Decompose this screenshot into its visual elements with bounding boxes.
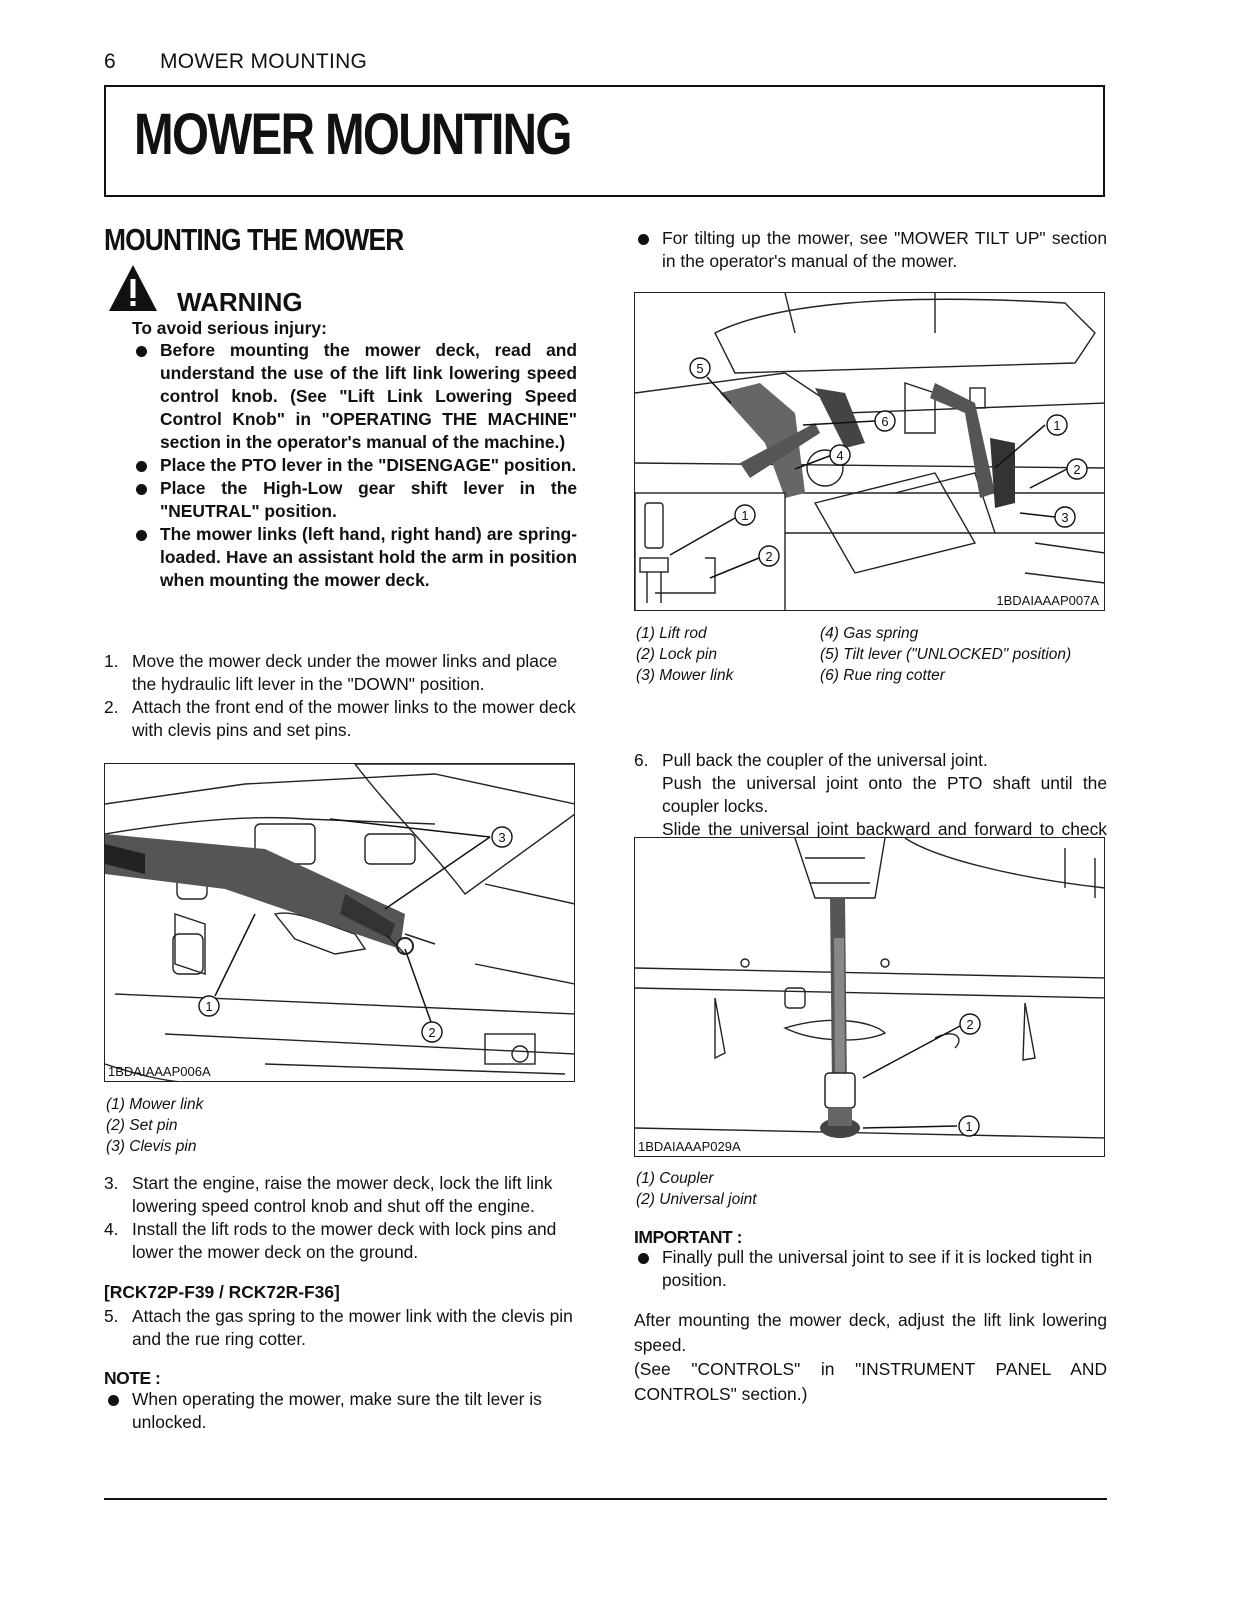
callout-2: 2	[428, 1025, 435, 1040]
page-number: 6	[104, 50, 116, 73]
figure-universal-joint: 2 1 1BDAIAAAP029A	[634, 837, 1105, 1157]
caption-line: (1) Mower link	[106, 1096, 204, 1113]
figure-code: 1BDAIAAAP029A	[638, 1139, 741, 1154]
model-heading: [RCK72P-F39 / RCK72R-F36]	[104, 1282, 340, 1302]
warning-item: Place the High-Low gear shift lever in t…	[132, 477, 577, 523]
closing-paragraph: After mounting the mower deck, adjust th…	[634, 1310, 1107, 1355]
step-number: 5.	[104, 1306, 119, 1326]
closing-reference: (See "CONTROLS" in "INSTRUMENT PANEL AND…	[634, 1359, 1107, 1404]
caption-line: (3) Mower link	[636, 667, 734, 684]
important-item: Finally pull the universal joint to see …	[634, 1246, 1107, 1292]
caption-line: (3) Clevis pin	[106, 1138, 197, 1155]
gas-spring-illustration: 1 2 5 6 4 1 2 3	[635, 293, 1104, 610]
section-heading: MOUNTING THE MOWER	[104, 222, 404, 257]
figure-code: 1BDAIAAAP006A	[108, 1064, 211, 1079]
figure-mower-link: 3 1 2 1BDAIAAAP006A	[104, 763, 575, 1082]
note-item: When operating the mower, make sure the …	[104, 1388, 578, 1434]
page-title: MOWER MOUNTING	[134, 102, 572, 167]
caption-line: (4) Gas spring	[820, 625, 919, 642]
figure1-captions: (1) Mower link (2) Set pin (3) Clevis pi…	[106, 1094, 203, 1157]
warning-list: Before mounting the mower deck, read and…	[132, 339, 577, 592]
caption-line: (1) Lift rod	[636, 625, 707, 642]
callout-2: 2	[1073, 462, 1080, 477]
figure3-captions: (1) Coupler (2) Universal joint	[636, 1168, 757, 1210]
callout-1: 1	[1053, 418, 1060, 433]
caption-line: (2) Universal joint	[636, 1191, 757, 1208]
step-line: Push the universal joint onto the PTO sh…	[662, 773, 1107, 816]
mower-link-illustration: 3 1 2	[105, 764, 574, 1081]
callout-1: 1	[965, 1119, 972, 1134]
note-list: When operating the mower, make sure the …	[104, 1388, 578, 1434]
step-number: 2.	[104, 697, 119, 717]
tilt-note-list: For tilting up the mower, see "MOWER TIL…	[634, 227, 1107, 273]
steps-1-2: 1. Move the mower deck under the mower li…	[104, 650, 578, 742]
warning-item: The mower links (left hand, right hand) …	[132, 523, 577, 592]
callout-3: 3	[498, 830, 505, 845]
warning-item: Before mounting the mower deck, read and…	[132, 339, 577, 454]
step-item: 3. Start the engine, raise the mower deck…	[104, 1172, 578, 1218]
tilt-note-item: For tilting up the mower, see "MOWER TIL…	[634, 227, 1107, 273]
step-text: Attach the front end of the mower links …	[132, 697, 576, 740]
note-label: NOTE :	[104, 1368, 161, 1388]
universal-joint-illustration: 2 1	[635, 838, 1104, 1139]
steps-3-4: 3. Start the engine, raise the mower deck…	[104, 1172, 578, 1264]
caption-line: (2) Lock pin	[636, 646, 717, 663]
closing-text: After mounting the mower deck, adjust th…	[634, 1308, 1107, 1406]
caption-line: (5) Tilt lever ("UNLOCKED" position)	[820, 646, 1072, 663]
warning-intro: To avoid serious injury:	[132, 318, 327, 338]
callout-3: 3	[1061, 510, 1068, 525]
figure2-captions-right: (4) Gas spring (5) Tilt lever ("UNLOCKED…	[820, 623, 1071, 686]
title-box: MOWER MOUNTING	[104, 85, 1105, 197]
step-number: 6.	[634, 750, 649, 770]
step-item: 4. Install the lift rods to the mower dec…	[104, 1218, 578, 1264]
step-item: 5. Attach the gas spring to the mower lin…	[104, 1305, 578, 1351]
step-number: 1.	[104, 651, 119, 671]
important-label: IMPORTANT :	[634, 1227, 742, 1247]
callout-2: 2	[966, 1017, 973, 1032]
important-list: Finally pull the universal joint to see …	[634, 1246, 1107, 1292]
callout-6: 6	[881, 414, 888, 429]
step-number: 4.	[104, 1219, 119, 1239]
warning-item: Place the PTO lever in the "DISENGAGE" p…	[132, 454, 577, 477]
step-number: 3.	[104, 1173, 119, 1193]
figure-gas-spring: 1 2 5 6 4 1 2 3 1BDAIAAAP007A	[634, 292, 1105, 611]
caption-line: (6) Rue ring cotter	[820, 667, 945, 684]
step-text: Attach the gas spring to the mower link …	[132, 1306, 573, 1349]
caption-line: (1) Coupler	[636, 1170, 714, 1187]
callout-4: 4	[836, 448, 843, 463]
figure-code: 1BDAIAAAP007A	[996, 593, 1099, 608]
step-item: 2. Attach the front end of the mower link…	[104, 696, 578, 742]
figure2-captions-left: (1) Lift rod (2) Lock pin (3) Mower link	[636, 623, 733, 686]
callout-1: 1	[741, 508, 748, 523]
callout-5: 5	[696, 361, 703, 376]
running-header-section: MOWER MOUNTING	[160, 50, 368, 73]
step-item: 1. Move the mower deck under the mower li…	[104, 650, 578, 696]
warning-label: WARNING	[177, 287, 303, 317]
step-text: Start the engine, raise the mower deck, …	[132, 1173, 553, 1216]
footer-rule	[104, 1498, 1107, 1500]
warning-triangle-icon	[109, 265, 157, 311]
step-text: Move the mower deck under the mower link…	[132, 651, 558, 694]
running-header: 6 MOWER MOUNTING	[104, 50, 367, 74]
callout-1: 1	[205, 999, 212, 1014]
step-text: Install the lift rods to the mower deck …	[132, 1219, 557, 1262]
step-line: Pull back the coupler of the universal j…	[662, 750, 988, 770]
callout-2: 2	[765, 549, 772, 564]
caption-line: (2) Set pin	[106, 1117, 178, 1134]
